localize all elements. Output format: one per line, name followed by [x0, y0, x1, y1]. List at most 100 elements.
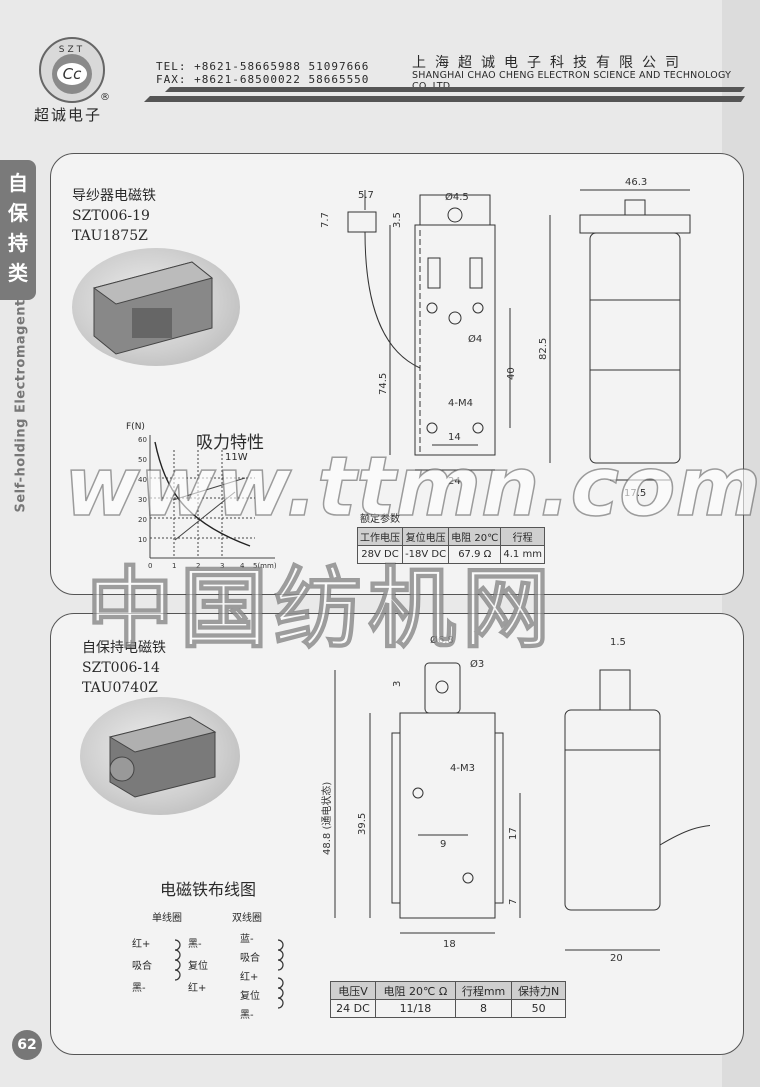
- wire-label: 黑-: [240, 1010, 254, 1021]
- svg-text:0: 0: [148, 562, 152, 570]
- dim-label: 48.8 (通电状态): [320, 782, 333, 855]
- page-number: 62: [12, 1030, 42, 1060]
- product-model: SZT006-19: [72, 208, 150, 224]
- company-name-cn: 上海超诚电子科技有限公司: [412, 55, 688, 71]
- dim-label: 7: [508, 899, 519, 905]
- technical-drawing-1: 5.7 7.7 3.5 Ø4.5 Ø4 74.5 40 4-M4 14 24 4…: [320, 177, 691, 499]
- watermark-cn: 中国纺机网: [85, 556, 557, 661]
- registered-mark: ®: [100, 92, 110, 103]
- dim-label: 9: [440, 839, 446, 850]
- product-1-title: 导纱器电磁铁 SZT006-19 TAU1875Z: [72, 186, 156, 246]
- wire-label: 红+: [188, 983, 207, 994]
- dim-label: 39.5: [357, 813, 368, 835]
- wiring-title: 电磁铁布线图: [160, 880, 257, 899]
- double-coil-label: 双线圈: [232, 913, 262, 924]
- dim-label: 46.3: [625, 177, 647, 188]
- svg-text:60: 60: [138, 436, 147, 444]
- spec-header: 行程mm: [454, 981, 513, 1000]
- watermark-url: www.ttmn.com: [63, 439, 760, 536]
- product-name: 自保持电磁铁: [82, 640, 166, 656]
- product-panel-1: [50, 153, 744, 595]
- spec-table-1: 工作电压 复位电压 电阻 20℃ 行程 28V DC -18V DC 67.9 …: [356, 527, 545, 564]
- spec-header: 行程: [500, 527, 545, 546]
- dim-label: 40: [506, 367, 517, 380]
- spec-value: 4.1 mm: [500, 545, 545, 564]
- dim-label: 4-M3: [450, 763, 475, 774]
- dim-label: 24: [448, 476, 461, 487]
- dim-label: 20: [610, 953, 623, 964]
- spec-value: 24 DC: [330, 999, 376, 1018]
- graph-curve-label: 11W: [225, 452, 248, 463]
- logo-text: 超诚电子: [34, 106, 103, 124]
- dim-label: 3.5: [392, 212, 403, 228]
- tab-char: 类: [8, 261, 28, 285]
- product-1-photo: [72, 248, 240, 366]
- dim-label: 18: [443, 939, 456, 950]
- contact-info: TEL: +8621-58665988 51097666 FAX: +8621-…: [156, 60, 369, 86]
- spec-title: 额定参数: [360, 514, 400, 525]
- dim-label: Ø4.5: [445, 191, 469, 203]
- wire-label: 吸合: [132, 961, 152, 972]
- category-label-en: Self-holding Electromagent: [13, 299, 29, 513]
- wire-label: 吸合: [240, 953, 260, 964]
- dim-label: 74.5: [378, 373, 389, 395]
- dim-label: 3: [392, 681, 403, 687]
- svg-text:4: 4: [240, 562, 245, 570]
- spec-header: 电压V: [330, 981, 376, 1000]
- dim-label: 7.7: [320, 212, 331, 228]
- single-coil-label: 单线圈: [152, 913, 182, 924]
- spec-value: 11/18: [374, 999, 456, 1018]
- dim-label: Ø6.8: [430, 634, 454, 646]
- svg-text:20: 20: [138, 516, 147, 524]
- company-logo: SZT Cc: [38, 36, 106, 104]
- dim-label: 1.5: [610, 637, 626, 648]
- tab-char: 持: [8, 231, 28, 255]
- dim-label: 4-M4: [448, 398, 473, 409]
- product-code: TAU0740Z: [82, 680, 158, 696]
- spec-header: 工作电压: [356, 527, 404, 546]
- wire-label: 黑-: [188, 939, 202, 950]
- tel-number: TEL: +8621-58665988 51097666: [156, 60, 370, 73]
- wire-label: 复位: [188, 961, 208, 972]
- single-coil-left: 红+ 吸合 黑-: [132, 934, 152, 1000]
- fax-number: FAX: +8621-68500022 58665550: [156, 73, 370, 86]
- graph-y-axis-label: F(N): [126, 422, 145, 432]
- svg-text:5(mm): 5(mm): [253, 562, 277, 570]
- svg-text:1: 1: [172, 562, 176, 570]
- svg-text:50: 50: [138, 456, 147, 464]
- dim-label: 17: [508, 827, 519, 840]
- product-2-photo: [80, 697, 240, 815]
- coil-symbols: [174, 939, 284, 1009]
- tab-char: 自: [8, 171, 28, 195]
- header-rule: [144, 87, 745, 102]
- svg-text:Cc: Cc: [63, 65, 82, 83]
- wire-label: 红+: [132, 939, 151, 950]
- tab-char: 保: [8, 201, 28, 225]
- technical-drawing-2: Ø6.8 Ø3 3 48.8 (通电状态) 39.5 4-M3 9 17 7 1…: [320, 634, 710, 964]
- product-2-title: 自保持电磁铁 SZT006-14 TAU0740Z: [82, 638, 166, 698]
- dim-label: Ø4: [468, 333, 482, 345]
- svg-text:SZT: SZT: [59, 45, 85, 55]
- category-tab: 自 保 持 类: [0, 160, 36, 300]
- dim-label: 82.5: [538, 338, 549, 360]
- product-name: 导纱器电磁铁: [72, 188, 156, 204]
- graph-title: 吸力特性: [196, 433, 264, 453]
- single-coil-right: 黑- 复位 红+: [188, 934, 208, 1000]
- spec-value: 50: [511, 999, 566, 1018]
- svg-text:3: 3: [220, 562, 224, 570]
- spec-value: 28V DC: [356, 545, 404, 564]
- wire-label: 复位: [240, 991, 260, 1002]
- spec-header: 电阻 20℃ Ω: [374, 981, 456, 1000]
- svg-text:2: 2: [196, 562, 200, 570]
- spec-value: 67.9 Ω: [448, 545, 502, 564]
- wire-label: 红+: [240, 972, 259, 983]
- spec-header: 复位电压: [402, 527, 450, 546]
- dim-label: 5.7: [358, 190, 374, 201]
- dim-label: 17.5: [624, 488, 646, 499]
- svg-text:30: 30: [138, 496, 147, 504]
- double-coil-labels: 蓝- 吸合 红+ 复位 黑-: [240, 930, 260, 1025]
- product-code: TAU1875Z: [72, 228, 148, 244]
- dim-label: 14: [448, 432, 461, 443]
- dim-label: Ø3: [470, 658, 484, 670]
